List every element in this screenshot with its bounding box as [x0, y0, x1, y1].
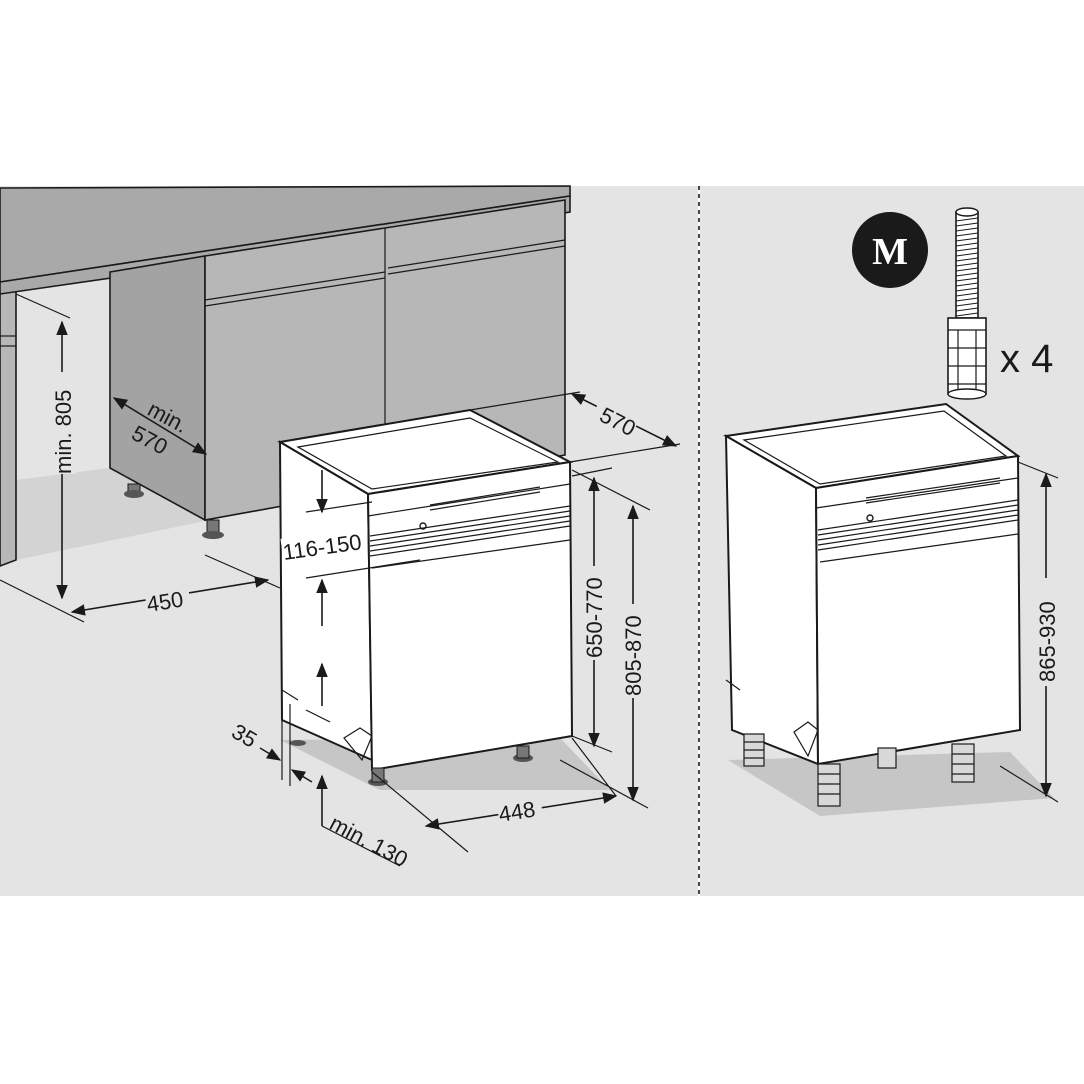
badge-letter: M — [872, 231, 908, 273]
badge-m-icon — [852, 212, 928, 288]
label-865-930: 865-930 — [1035, 601, 1060, 682]
label-805-870: 805-870 — [621, 615, 646, 696]
dishwasher-left — [277, 408, 610, 790]
accessory-callout: M x 4 — [852, 207, 1053, 400]
adjustable-foot-icon — [947, 207, 987, 400]
label-min-805: min. 805 — [51, 390, 76, 474]
label-450: 450 — [145, 587, 185, 617]
quantity-label: x 4 — [1000, 337, 1053, 381]
dishwasher-right — [723, 402, 1054, 816]
dimension-right: 865-930 — [999, 461, 1060, 803]
label-650-770: 650-770 — [582, 577, 607, 658]
label-448: 448 — [497, 797, 537, 827]
